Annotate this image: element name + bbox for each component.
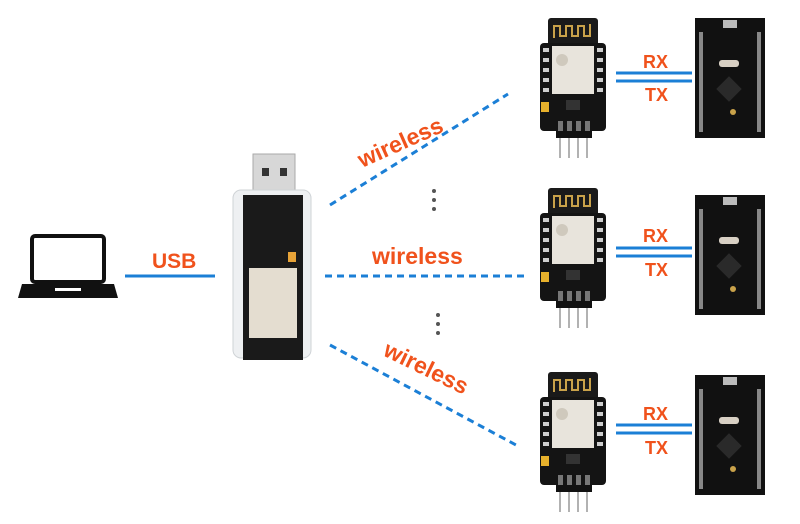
rx-label: RX [643, 226, 668, 246]
wireless-link-line-1 [329, 92, 509, 207]
mcu-board-icon [695, 195, 765, 315]
laptop-icon [18, 234, 118, 298]
vertical-ellipsis-icon [432, 189, 436, 211]
wifi-module-icon [539, 18, 607, 159]
mcu-board-icon [695, 18, 765, 138]
wireless-label-2: wireless [371, 243, 463, 269]
usb-label: USB [152, 250, 196, 273]
wifi-module-icon [539, 188, 607, 329]
node-3: RX TX [539, 372, 765, 513]
wireless-label-3: wireless [379, 336, 473, 400]
tx-label: TX [645, 260, 668, 280]
tx-label: TX [645, 438, 668, 458]
mcu-board-icon [695, 375, 765, 495]
tx-label: TX [645, 85, 668, 105]
rx-label: RX [643, 52, 668, 72]
usb-dongle-icon [232, 153, 312, 360]
wifi-module-icon [539, 372, 607, 513]
rx-label: RX [643, 404, 668, 424]
node-1: RX TX [539, 18, 765, 159]
vertical-ellipsis-icon [436, 313, 440, 335]
node-2: RX TX [539, 188, 765, 329]
